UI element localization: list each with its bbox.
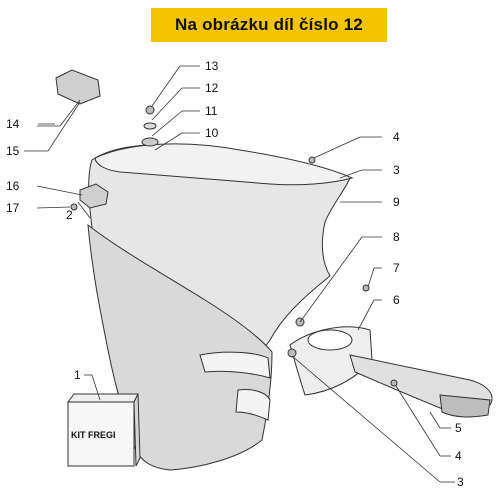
callout-12: 12 xyxy=(205,81,219,95)
clip-part-14 xyxy=(55,69,101,105)
seat-frame-rim xyxy=(94,143,354,186)
clip-part-16 xyxy=(79,183,109,209)
footboard-rail xyxy=(349,354,493,418)
callout-4-top: 4 xyxy=(393,130,400,144)
callout-9: 9 xyxy=(393,195,400,209)
callout-15: 15 xyxy=(6,144,20,158)
floor-bracket xyxy=(289,326,373,396)
callout-17: 17 xyxy=(6,201,20,215)
leader-lines xyxy=(36,65,455,483)
fasteners xyxy=(70,105,398,387)
page-title-banner: Na obrázku díl číslo 12 xyxy=(151,8,387,42)
callout-13: 13 xyxy=(205,59,219,73)
callout-1: 1 xyxy=(74,368,81,382)
callout-10: 10 xyxy=(205,126,219,140)
callout-3-bottom: 3 xyxy=(457,475,464,489)
kit-box-label: KIT FREGI xyxy=(71,430,116,440)
callout-14: 14 xyxy=(6,117,20,131)
callout-8: 8 xyxy=(393,230,400,244)
callout-6: 6 xyxy=(393,293,400,307)
callout-5: 5 xyxy=(455,421,462,435)
callout-16: 16 xyxy=(6,179,20,193)
callout-4-bottom: 4 xyxy=(455,449,462,463)
leader-lines-extra xyxy=(24,101,81,152)
callout-numbers: 1 2 3 3 4 4 5 6 7 8 9 10 11 12 13 14 15 … xyxy=(6,59,464,489)
callout-7: 7 xyxy=(393,261,400,275)
kit-box xyxy=(67,393,141,467)
callout-3-top: 3 xyxy=(393,163,400,177)
callout-11: 11 xyxy=(205,104,218,118)
callout-2: 2 xyxy=(66,208,73,222)
